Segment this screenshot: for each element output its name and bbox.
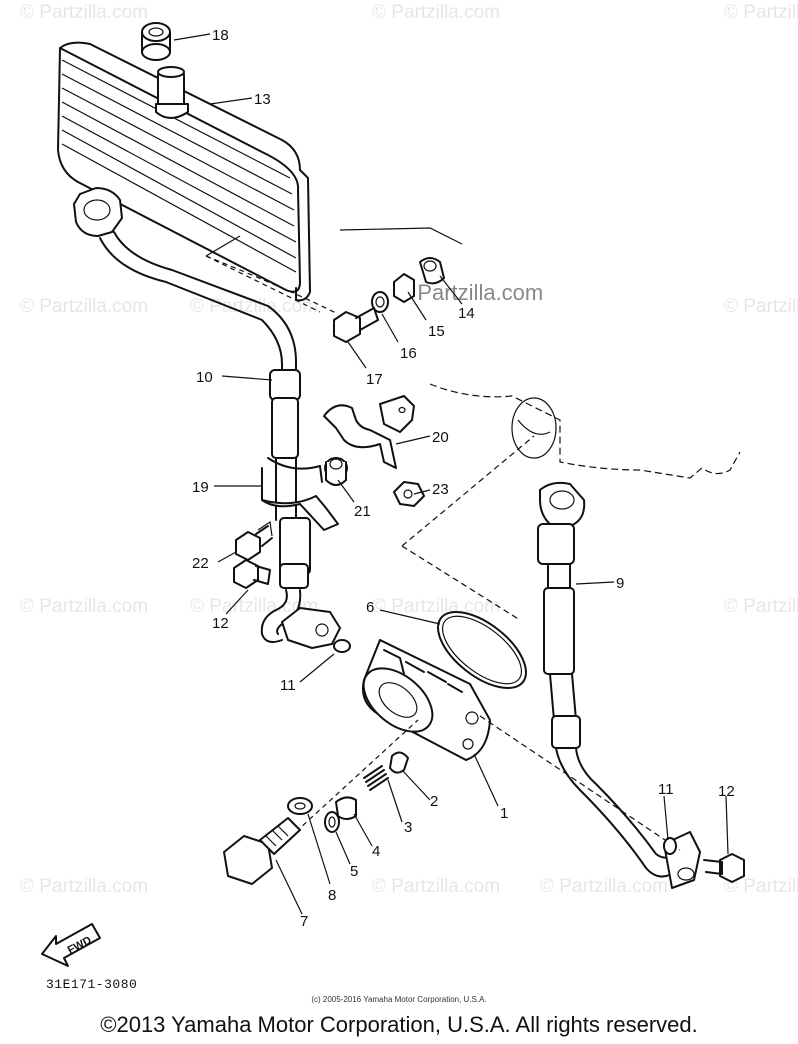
watermark: © Partzilla.com <box>372 876 500 897</box>
callout-22: 22 <box>192 555 209 572</box>
washer-11-right <box>663 837 677 855</box>
callout-9: 9 <box>616 575 624 592</box>
callout-17: 17 <box>366 371 383 388</box>
callout-7: 7 <box>300 913 308 930</box>
copyright-main: ©2013 Yamaha Motor Corporation, U.S.A. A… <box>100 1012 698 1037</box>
watermark: © Partzilla.com <box>724 596 798 617</box>
engine-outline <box>401 383 741 621</box>
oil-hose-10 <box>73 187 341 649</box>
callout-6: 6 <box>366 599 374 616</box>
watermark-center: © Partzilla.com <box>395 280 543 305</box>
callout-8: 8 <box>328 887 336 904</box>
callout-20: 20 <box>432 429 449 446</box>
watermark: © Partzilla.com <box>20 296 148 317</box>
callout-11-left: 11 <box>280 677 296 694</box>
watermark: © Partzilla.com <box>372 2 500 23</box>
callout-19: 19 <box>192 479 209 496</box>
watermark: © Partzilla.com <box>540 876 668 897</box>
union-bolt-7 <box>223 817 301 885</box>
watermark: © Partzilla.com <box>190 296 318 317</box>
bolt-12-right <box>703 853 745 883</box>
callout-14: 14 <box>458 305 475 322</box>
mount-hardware <box>205 227 463 343</box>
callout-11-right: 11 <box>658 781 674 798</box>
callout-23: 23 <box>432 481 449 498</box>
washer-11-left <box>333 639 351 653</box>
callout-4: 4 <box>372 843 380 860</box>
callout-5: 5 <box>350 863 358 880</box>
callout-18: 18 <box>212 27 229 44</box>
watermark: © Partzilla.com <box>372 596 500 617</box>
diagram-code: 31E171-3080 <box>46 977 138 992</box>
callout-3: 3 <box>404 819 412 836</box>
callout-1: 1 <box>500 805 508 822</box>
callout-12-right: 12 <box>718 783 735 800</box>
watermark: © Partzilla.com <box>20 596 148 617</box>
leader-lines <box>173 33 729 915</box>
relief-valve-parts <box>275 719 419 851</box>
watermark: © Partzilla.com <box>724 296 798 317</box>
watermark: © Partzilla.com <box>20 2 148 23</box>
o-ring-6 <box>437 610 527 690</box>
oil-cooler <box>57 41 321 313</box>
oil-hose-9 <box>479 481 701 889</box>
oil-filter-housing-1 <box>362 639 491 761</box>
callout-21: 21 <box>354 503 371 520</box>
watermark: © Partzilla.com <box>20 876 148 897</box>
nut-23 <box>393 481 425 507</box>
forward-arrow-icon: FWD <box>41 923 101 967</box>
callout-2: 2 <box>430 793 438 810</box>
bolt-22 <box>235 520 273 561</box>
copyright-small: (c) 2005-2016 Yamaha Motor Corporation, … <box>311 995 487 1004</box>
watermark-layer: © Partzilla.com © Partzilla.com © Partzi… <box>20 2 798 897</box>
hose-clamp-19 <box>261 457 339 531</box>
watermark: © Partzilla.com <box>724 876 798 897</box>
callout-16: 16 <box>400 345 417 362</box>
collar-21 <box>324 457 348 486</box>
grommet-18 <box>141 22 171 61</box>
bolt-12-left <box>233 559 271 589</box>
callout-10: 10 <box>196 369 213 386</box>
watermark: © Partzilla.com <box>724 2 798 23</box>
callout-15: 15 <box>428 323 445 340</box>
callout-12-left: 12 <box>212 615 229 632</box>
callout-labels: 18 13 14 15 16 17 10 20 19 21 23 22 12 1… <box>192 27 735 930</box>
callout-13: 13 <box>254 91 271 108</box>
clamp-bracket-20 <box>323 395 415 469</box>
